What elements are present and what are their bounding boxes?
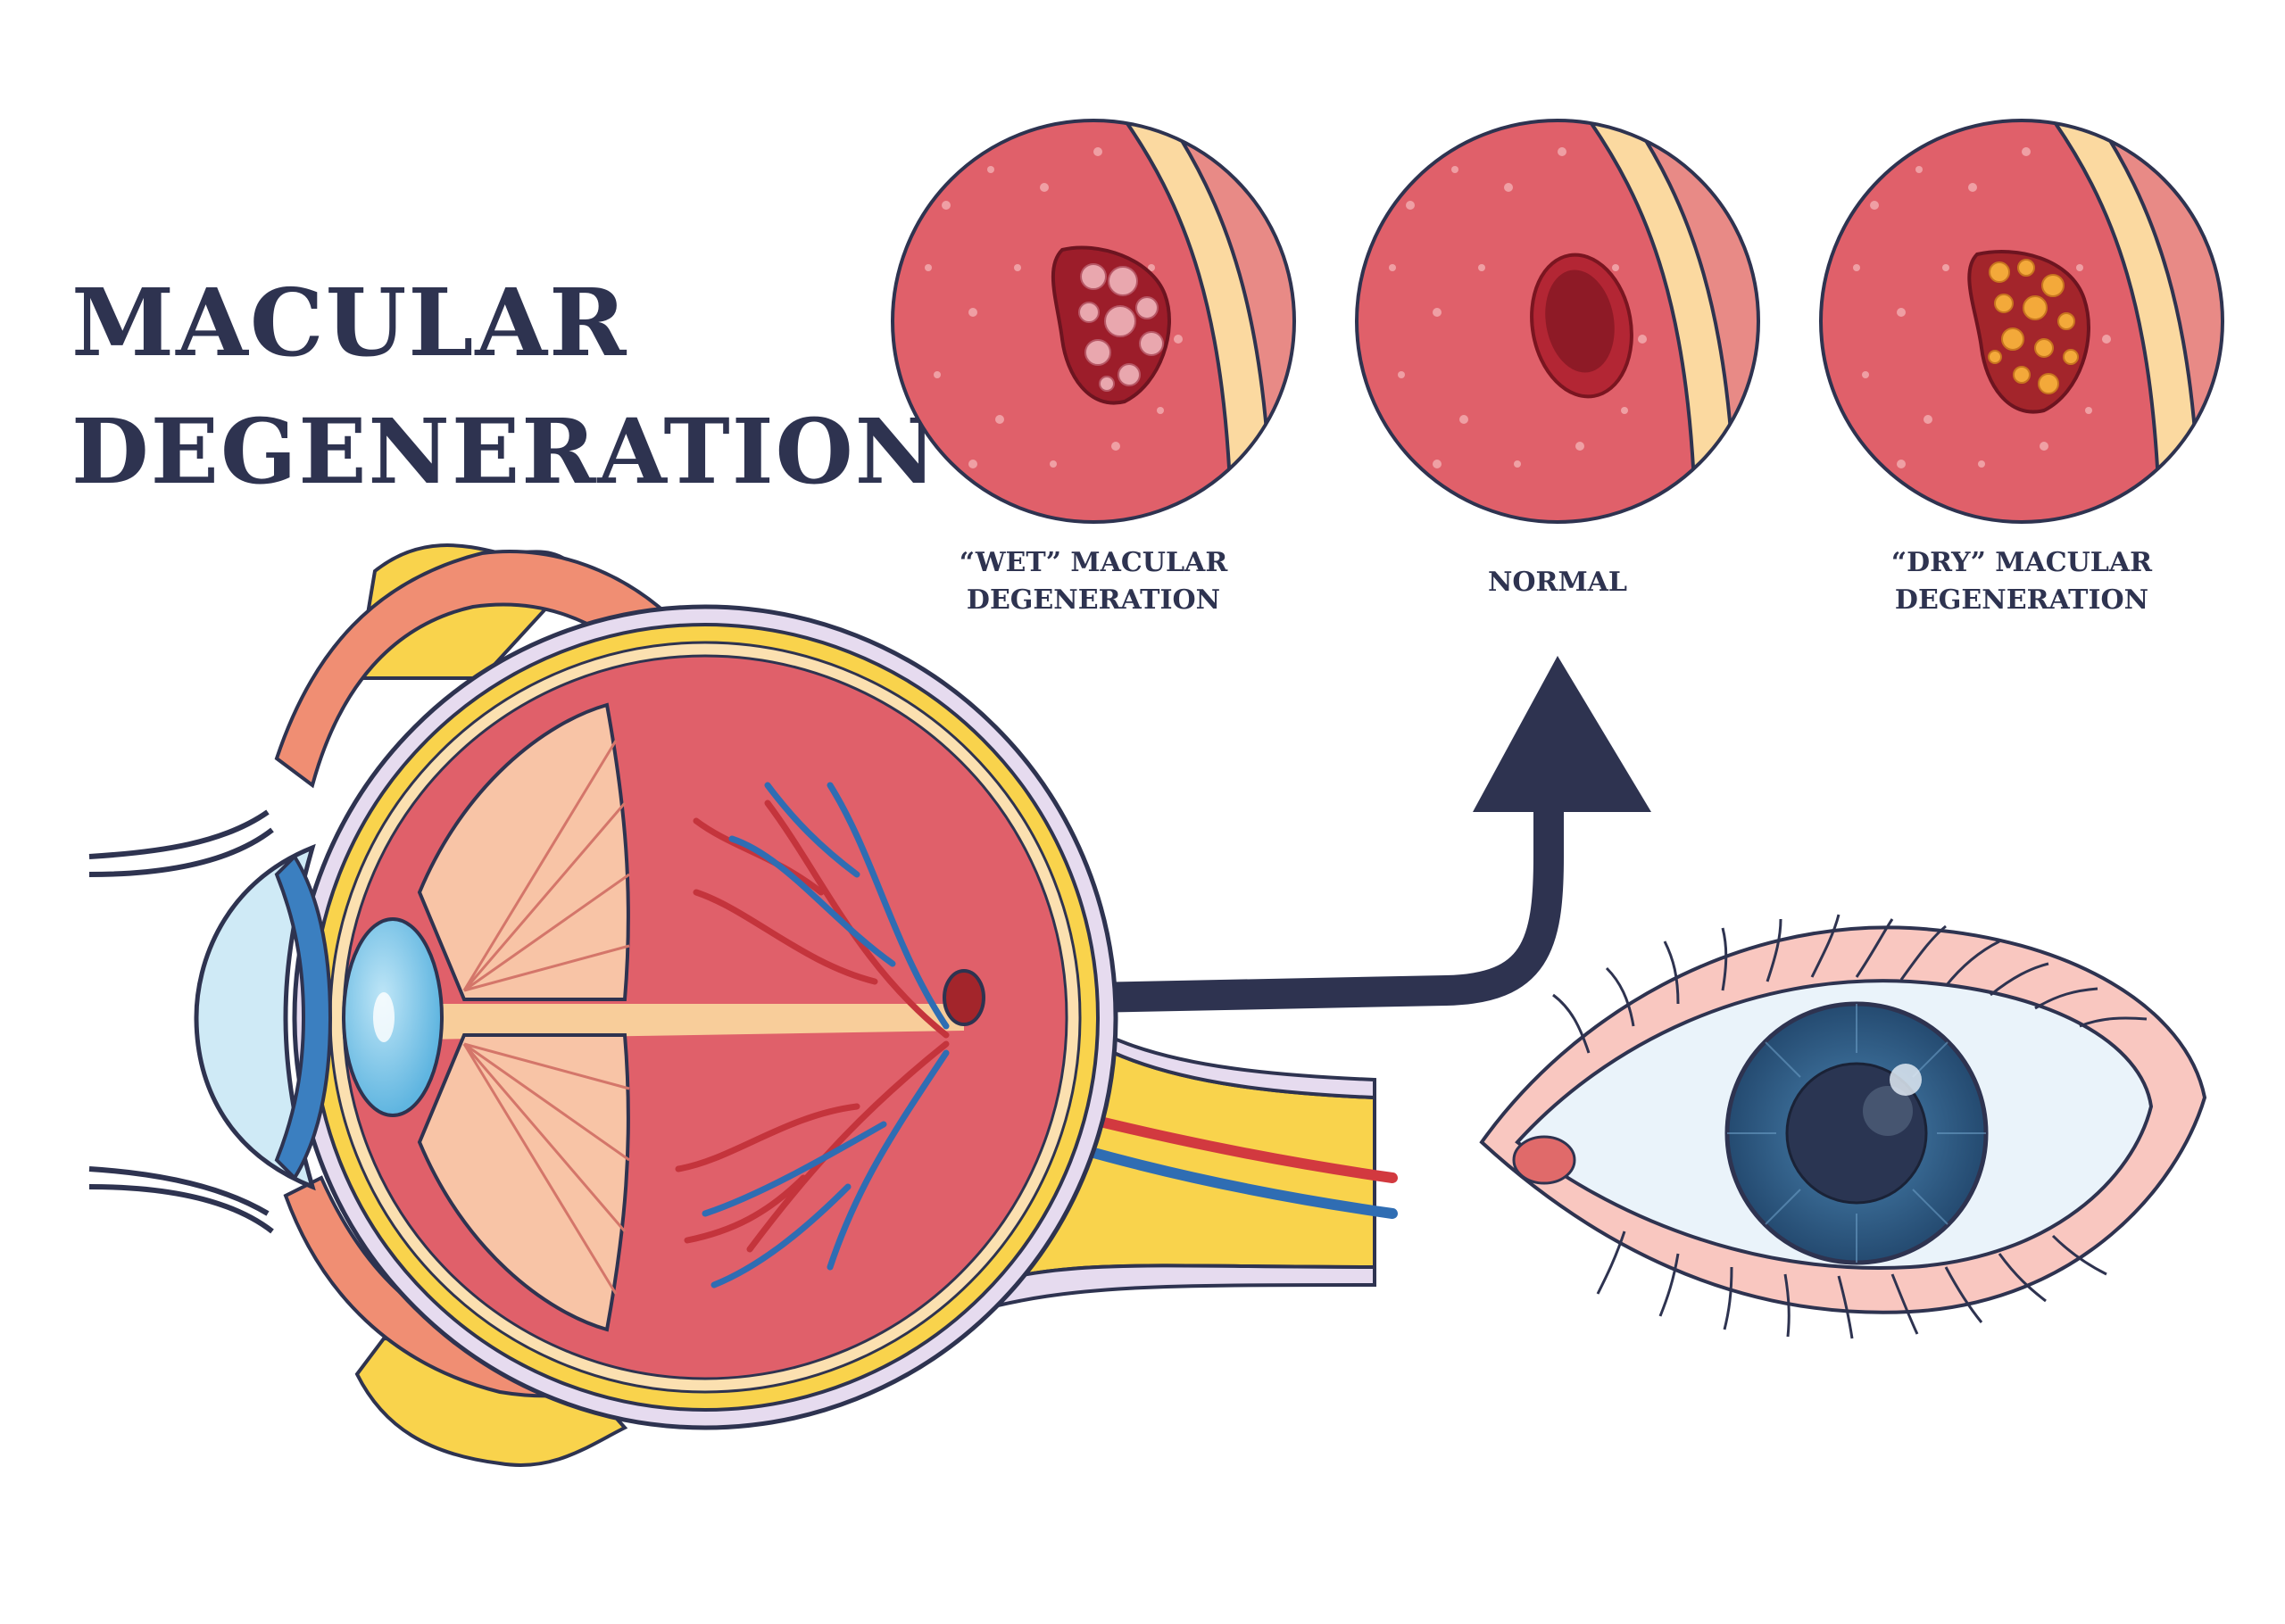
ciliary-body-upper bbox=[417, 702, 630, 1001]
wet-retina-panel bbox=[891, 119, 1296, 524]
label-normal: NORMAL bbox=[1361, 564, 1754, 601]
external-eye bbox=[1479, 914, 2207, 1339]
lower-eyelash bbox=[88, 1166, 270, 1216]
pupil-highlight bbox=[1890, 1064, 1922, 1096]
arrow-head bbox=[1473, 656, 1651, 812]
cornea bbox=[194, 843, 316, 1191]
iris bbox=[274, 853, 333, 1181]
label-dry: “DRY” MACULAR DEGENERATION bbox=[1825, 544, 2218, 619]
label-wet: “WET” MACULAR DEGENERATION bbox=[897, 544, 1290, 619]
label-wet-line2: DEGENERATION bbox=[966, 584, 1221, 616]
eye-cross-section bbox=[88, 543, 1398, 1467]
title-line-2: DEGENERATION bbox=[71, 399, 939, 504]
lower-eyelashes bbox=[1596, 1230, 2107, 1339]
upper-eyelashes bbox=[1552, 914, 2148, 1054]
title-line-1: MACULAR bbox=[71, 268, 628, 377]
normal-retina-panel bbox=[1355, 119, 1760, 524]
ciliary-body-lower bbox=[417, 1033, 630, 1332]
label-normal-line1: NORMAL bbox=[1487, 567, 1628, 598]
upper-eyelash bbox=[88, 809, 270, 859]
label-dry-line2: DEGENERATION bbox=[1894, 584, 2149, 616]
label-wet-line1: “WET” MACULAR bbox=[959, 547, 1228, 578]
caruncle bbox=[1512, 1135, 1576, 1185]
dry-retina-panel bbox=[1819, 119, 2224, 524]
macula bbox=[943, 969, 985, 1026]
retinal-veins bbox=[702, 782, 950, 1288]
label-dry-line1: “DRY” MACULAR bbox=[1890, 547, 2153, 578]
